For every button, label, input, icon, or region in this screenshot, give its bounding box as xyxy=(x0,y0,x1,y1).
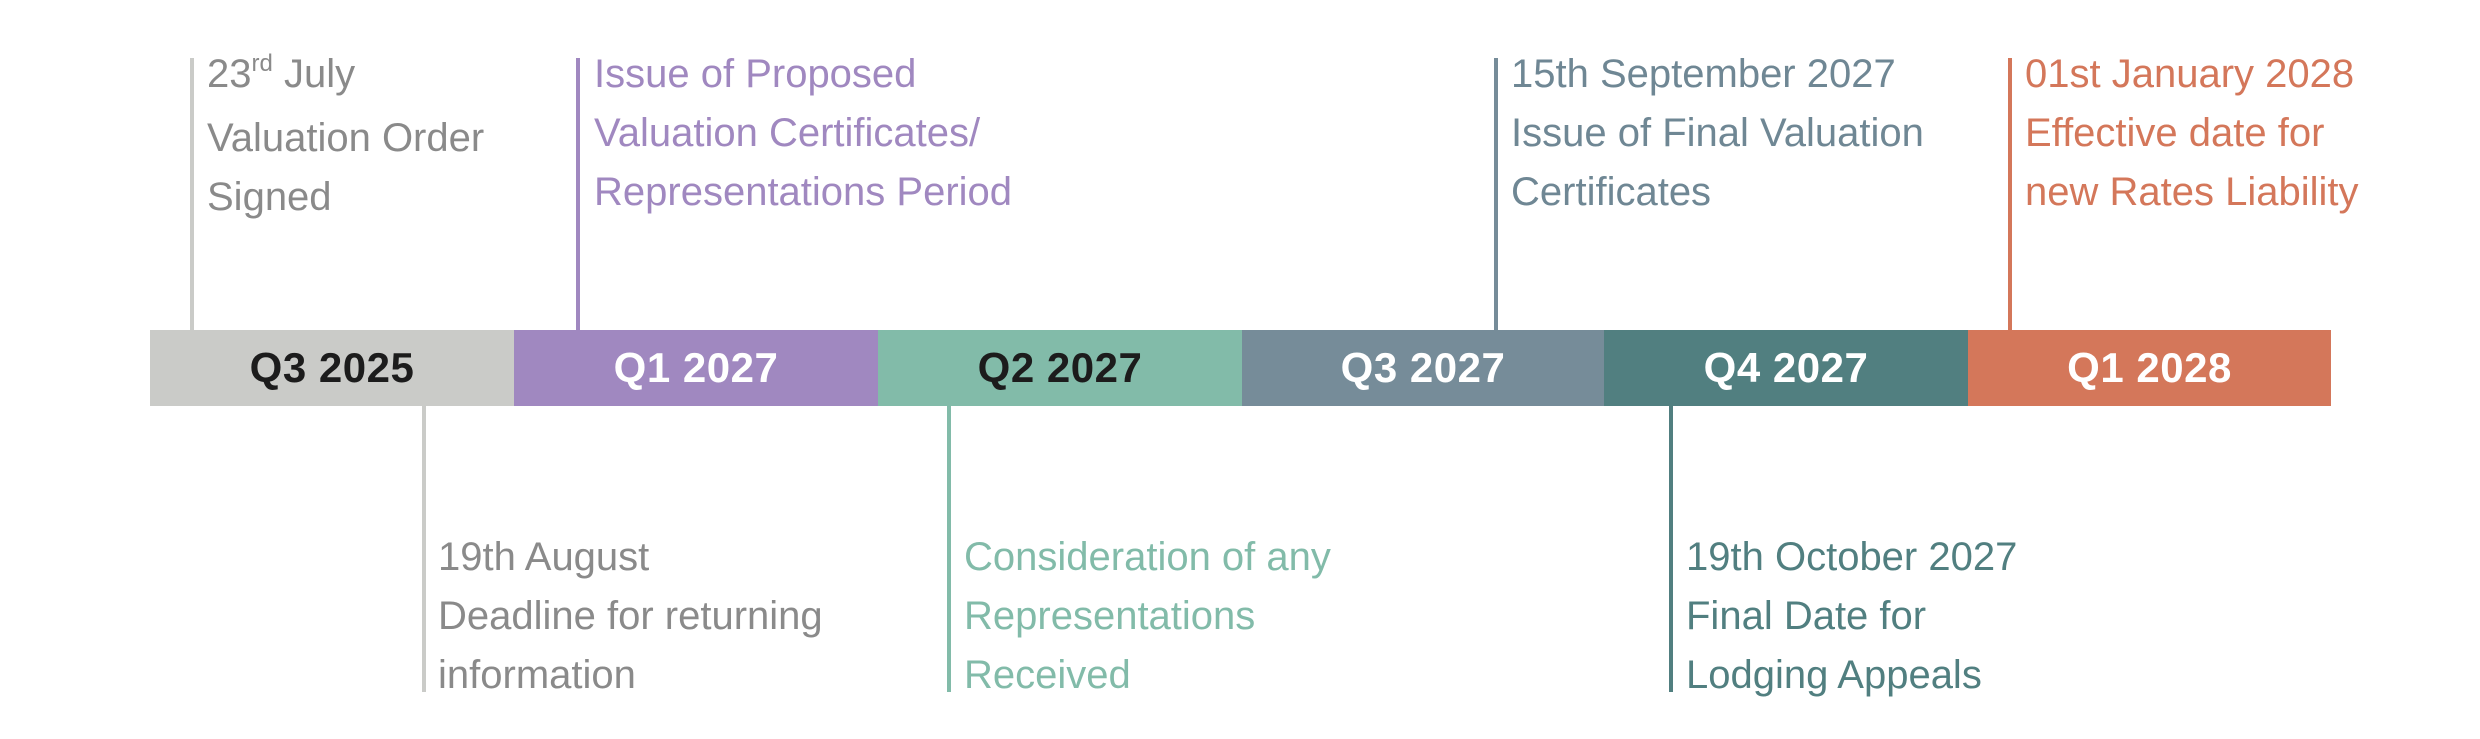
segment-q3-2025: Q3 2025 xyxy=(150,330,514,406)
event-final-certificates: 15th September 2027 Issue of Final Valua… xyxy=(1511,45,1924,222)
event-line: Certificates xyxy=(1511,170,1712,214)
segment-q2-2027: Q2 2027 xyxy=(878,330,1242,406)
connector-line-lodging-appeals xyxy=(1669,406,1673,692)
connector-line-effective-date xyxy=(2008,58,2012,330)
segment-q1-2028: Q1 2028 xyxy=(1968,330,2331,406)
event-line: Lodging Appeals xyxy=(1686,653,1982,697)
event-line: Representations Period xyxy=(594,170,1013,214)
connector-line-proposed-certificates xyxy=(576,58,580,330)
event-proposed-certificates: Issue of Proposed Valuation Certificates… xyxy=(594,45,1012,222)
event-line: Issue of Proposed xyxy=(594,52,917,96)
event-line: Consideration of any xyxy=(964,535,1331,579)
segment-q1-2027: Q1 2027 xyxy=(514,330,878,406)
connector-line-deadline-information xyxy=(422,406,426,692)
event-line: Received xyxy=(964,653,1131,697)
connector-line-final-certificates xyxy=(1494,58,1498,330)
event-date: 23rd July xyxy=(207,45,484,109)
date-suffix: rd xyxy=(251,50,273,77)
date-day: 23 xyxy=(207,52,252,96)
event-line: Final Date for xyxy=(1686,594,1927,638)
segment-q3-2027: Q3 2027 xyxy=(1242,330,1604,406)
event-line: 01st January 2028 xyxy=(2025,52,2355,96)
event-line: Valuation Order xyxy=(207,116,485,160)
event-line: Issue of Final Valuation xyxy=(1511,111,1924,155)
event-line: Signed xyxy=(207,175,332,219)
event-valuation-order-signed: 23rd July Valuation Order Signed xyxy=(207,45,484,227)
segment-q4-2027: Q4 2027 xyxy=(1604,330,1968,406)
event-line: information xyxy=(438,653,636,697)
event-line: 19th August xyxy=(438,535,650,579)
event-lodging-appeals: 19th October 2027 Final Date for Lodging… xyxy=(1686,528,2017,705)
event-effective-date: 01st January 2028 Effective date for new… xyxy=(2025,45,2359,222)
event-deadline-information: 19th August Deadline for returning infor… xyxy=(438,528,823,705)
event-line: Deadline for returning xyxy=(438,594,823,638)
connector-line-consideration xyxy=(947,406,951,692)
date-month: July xyxy=(272,52,356,96)
connector-line-valuation-order xyxy=(190,58,194,330)
event-line: 19th October 2027 xyxy=(1686,535,2018,579)
event-line: 15th September 2027 xyxy=(1511,52,1896,96)
event-line: Representations xyxy=(964,594,1256,638)
event-consideration-representations: Consideration of any Representations Rec… xyxy=(964,528,1331,705)
event-line: new Rates Liability xyxy=(2025,170,2359,214)
event-line: Effective date for xyxy=(2025,111,2325,155)
event-line: Valuation Certificates/ xyxy=(594,111,981,155)
